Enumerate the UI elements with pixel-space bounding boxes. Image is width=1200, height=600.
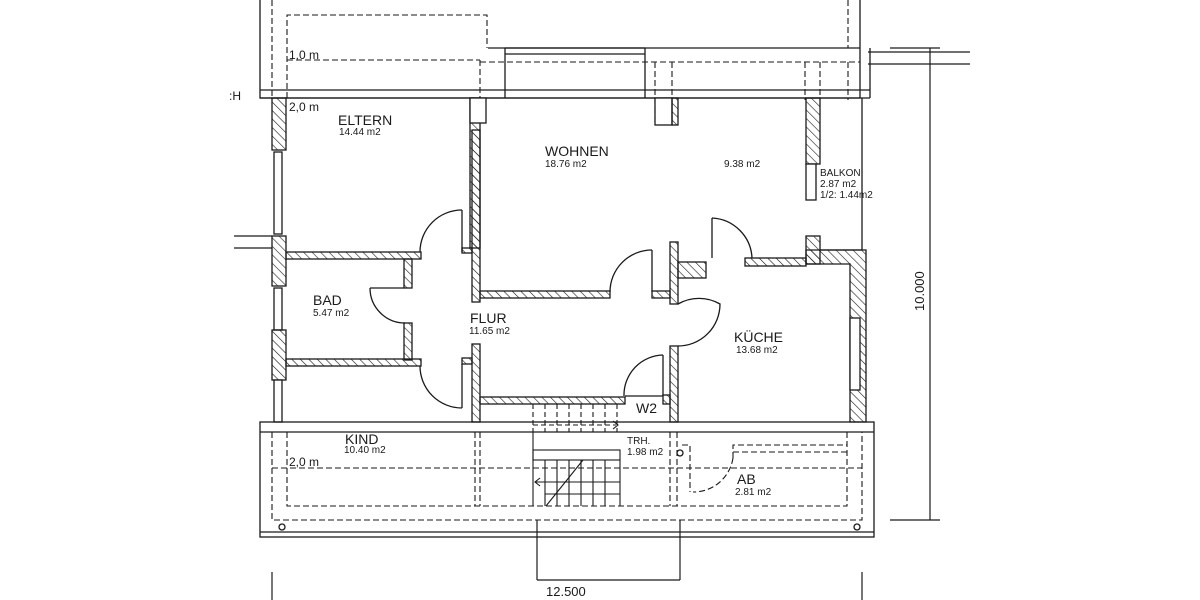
room-area: 9.38 m2: [724, 159, 761, 170]
room-area: 14.44 m2: [339, 127, 381, 138]
room-name: FLUR: [470, 310, 507, 326]
room-area: 1.98 m2: [627, 447, 664, 458]
room-area-half: 1/2: 1.44m2: [820, 190, 873, 201]
room-area: 11.65 m2: [469, 326, 510, 337]
room-area: 10.40 m2: [344, 445, 386, 456]
room-name: KIND: [345, 431, 379, 447]
room-name: TRH.: [627, 436, 651, 447]
roof-outline-bottom: [259, 421, 875, 538]
room-name: AB: [737, 471, 756, 487]
room-name: ELTERN: [338, 112, 393, 128]
room-area: 13.68 m2: [736, 345, 778, 356]
room-name: WOHNEN: [545, 143, 609, 159]
interior-walls: [285, 129, 679, 423]
room-area: 2.81 m2: [735, 487, 772, 498]
dimension-height: 10.000: [912, 271, 927, 311]
room-name: BALKON: [820, 168, 861, 179]
dimension-width: 12.500: [546, 584, 586, 599]
room-name: BAD: [313, 292, 342, 308]
staircase: [532, 404, 621, 507]
roof-outline-top: [259, 0, 970, 125]
dimension-lines: [271, 47, 940, 600]
room-area: 18.76 m2: [545, 159, 587, 170]
height-note-1m: 1,0 m: [289, 48, 320, 62]
room-area: 5.47 m2: [313, 308, 350, 319]
height-note-2m-top: 2,0 m: [289, 100, 320, 114]
edge-label: :H: [229, 89, 241, 103]
room-name: W2: [636, 400, 657, 416]
room-name: KÜCHE: [734, 329, 784, 345]
room-area: 2.87 m2: [820, 179, 857, 190]
height-note-2m-bottom: 2,0 m: [289, 455, 320, 469]
exterior-walls: [234, 97, 867, 423]
doors: [369, 209, 753, 409]
